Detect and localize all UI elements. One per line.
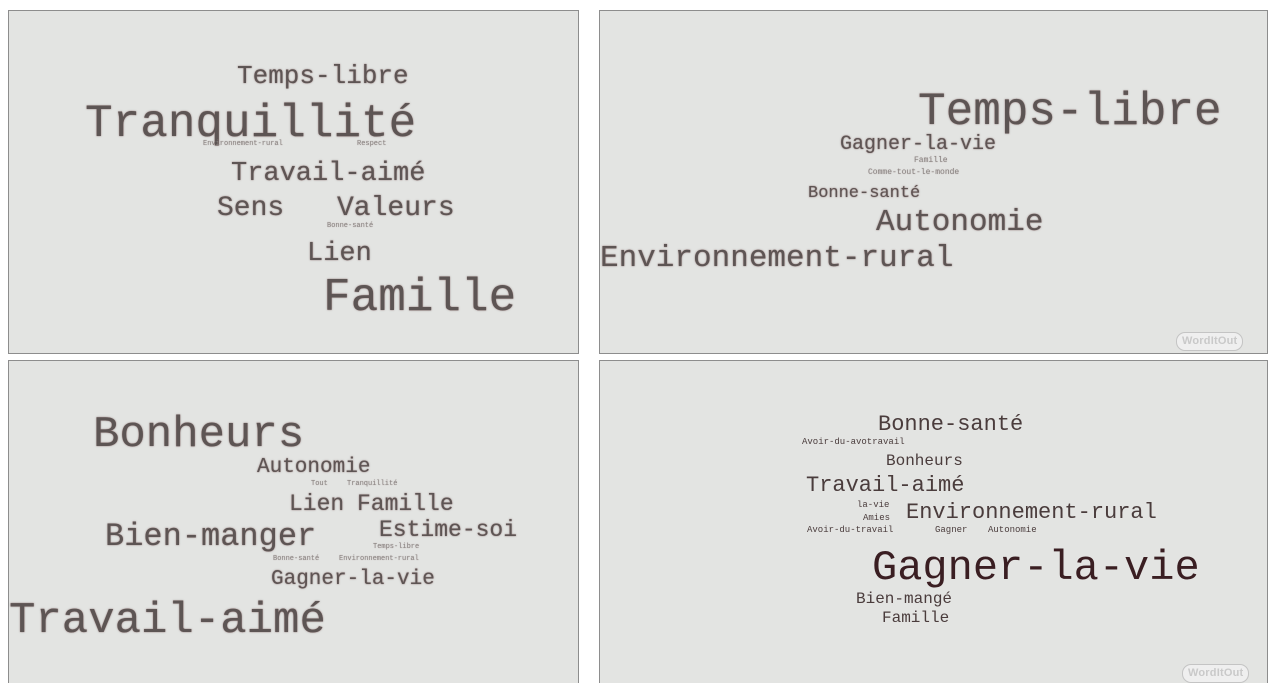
cloud-word: Famille	[323, 272, 517, 324]
cloud-word: Bonne-santé	[808, 184, 921, 203]
cloud-word: Environnement-rural	[600, 241, 954, 276]
cloud-word: Respect	[357, 140, 387, 148]
cloud-word: Sens	[217, 193, 285, 224]
word-cloud-top-right: Temps-libre Gagner-la-vie Famille Comme-…	[599, 10, 1268, 354]
cloud-word: Famille	[914, 156, 948, 165]
word-cloud-top-left: Temps-libre Tranquillité Environnement-r…	[8, 10, 579, 354]
cloud-word: Valeurs	[337, 193, 455, 224]
cloud-word: Tranquillité	[347, 480, 398, 488]
cloud-word: la-vie	[857, 500, 890, 510]
cloud-word: Temps-libre	[237, 61, 409, 91]
cloud-word: Famille	[882, 609, 950, 627]
cloud-word: Bonne-santé	[327, 222, 374, 230]
cloud-word: Travail-aimé	[9, 596, 326, 646]
cloud-word: Bien-mangé	[856, 590, 953, 608]
cloud-word: Bonne-santé	[878, 412, 1024, 437]
cloud-word: Famille	[357, 491, 454, 517]
cloud-word: Tout	[311, 480, 328, 488]
worditout-logo: WordItOut	[1176, 332, 1244, 351]
word-cloud-bottom-right: Bonne-santé Avoir-du-avotravail Bonheurs…	[599, 360, 1268, 683]
cloud-word: Travail-aimé	[806, 473, 965, 498]
cloud-word: Gagner-la-vie	[872, 544, 1200, 592]
cloud-word: Avoir-du-avotravail	[802, 437, 905, 447]
cloud-word: Comme-tout-le-monde	[868, 168, 960, 177]
cloud-word: Bien-manger	[105, 518, 317, 555]
cloud-word: Autonomie	[988, 525, 1037, 535]
cloud-word: Environnement-rural	[906, 500, 1157, 525]
cloud-word: Gagner-la-vie	[840, 133, 997, 156]
cloud-word: Lien	[307, 239, 372, 269]
cloud-word: Temps-libre	[918, 86, 1222, 138]
cloud-word: Avoir-du-travail	[807, 525, 894, 535]
cloud-word: Environnement-rural	[339, 555, 419, 563]
cloud-word: Gagner-la-vie	[271, 568, 435, 591]
worditout-logo: WordItOut	[1182, 664, 1250, 683]
cloud-word: Gagner	[935, 525, 968, 535]
cloud-word: Autonomie	[876, 205, 1044, 240]
cloud-word: Lien	[289, 491, 345, 517]
cloud-word: Environnement-rural	[203, 140, 283, 148]
cloud-word: Bonne-santé	[273, 555, 320, 563]
cloud-word: Estime-soi	[379, 517, 518, 543]
cloud-word: Tranquillité	[85, 98, 417, 150]
cloud-word: Bonheurs	[886, 452, 963, 470]
word-cloud-bottom-left: Bonheurs Autonomie Tout Tranquillité Lie…	[8, 360, 579, 683]
cloud-word: Temps-libre	[373, 543, 420, 551]
cloud-word: Bonheurs	[93, 410, 305, 460]
cloud-word: Autonomie	[257, 456, 371, 479]
cloud-word: Amies	[863, 513, 891, 523]
cloud-word: Travail-aimé	[231, 159, 426, 189]
